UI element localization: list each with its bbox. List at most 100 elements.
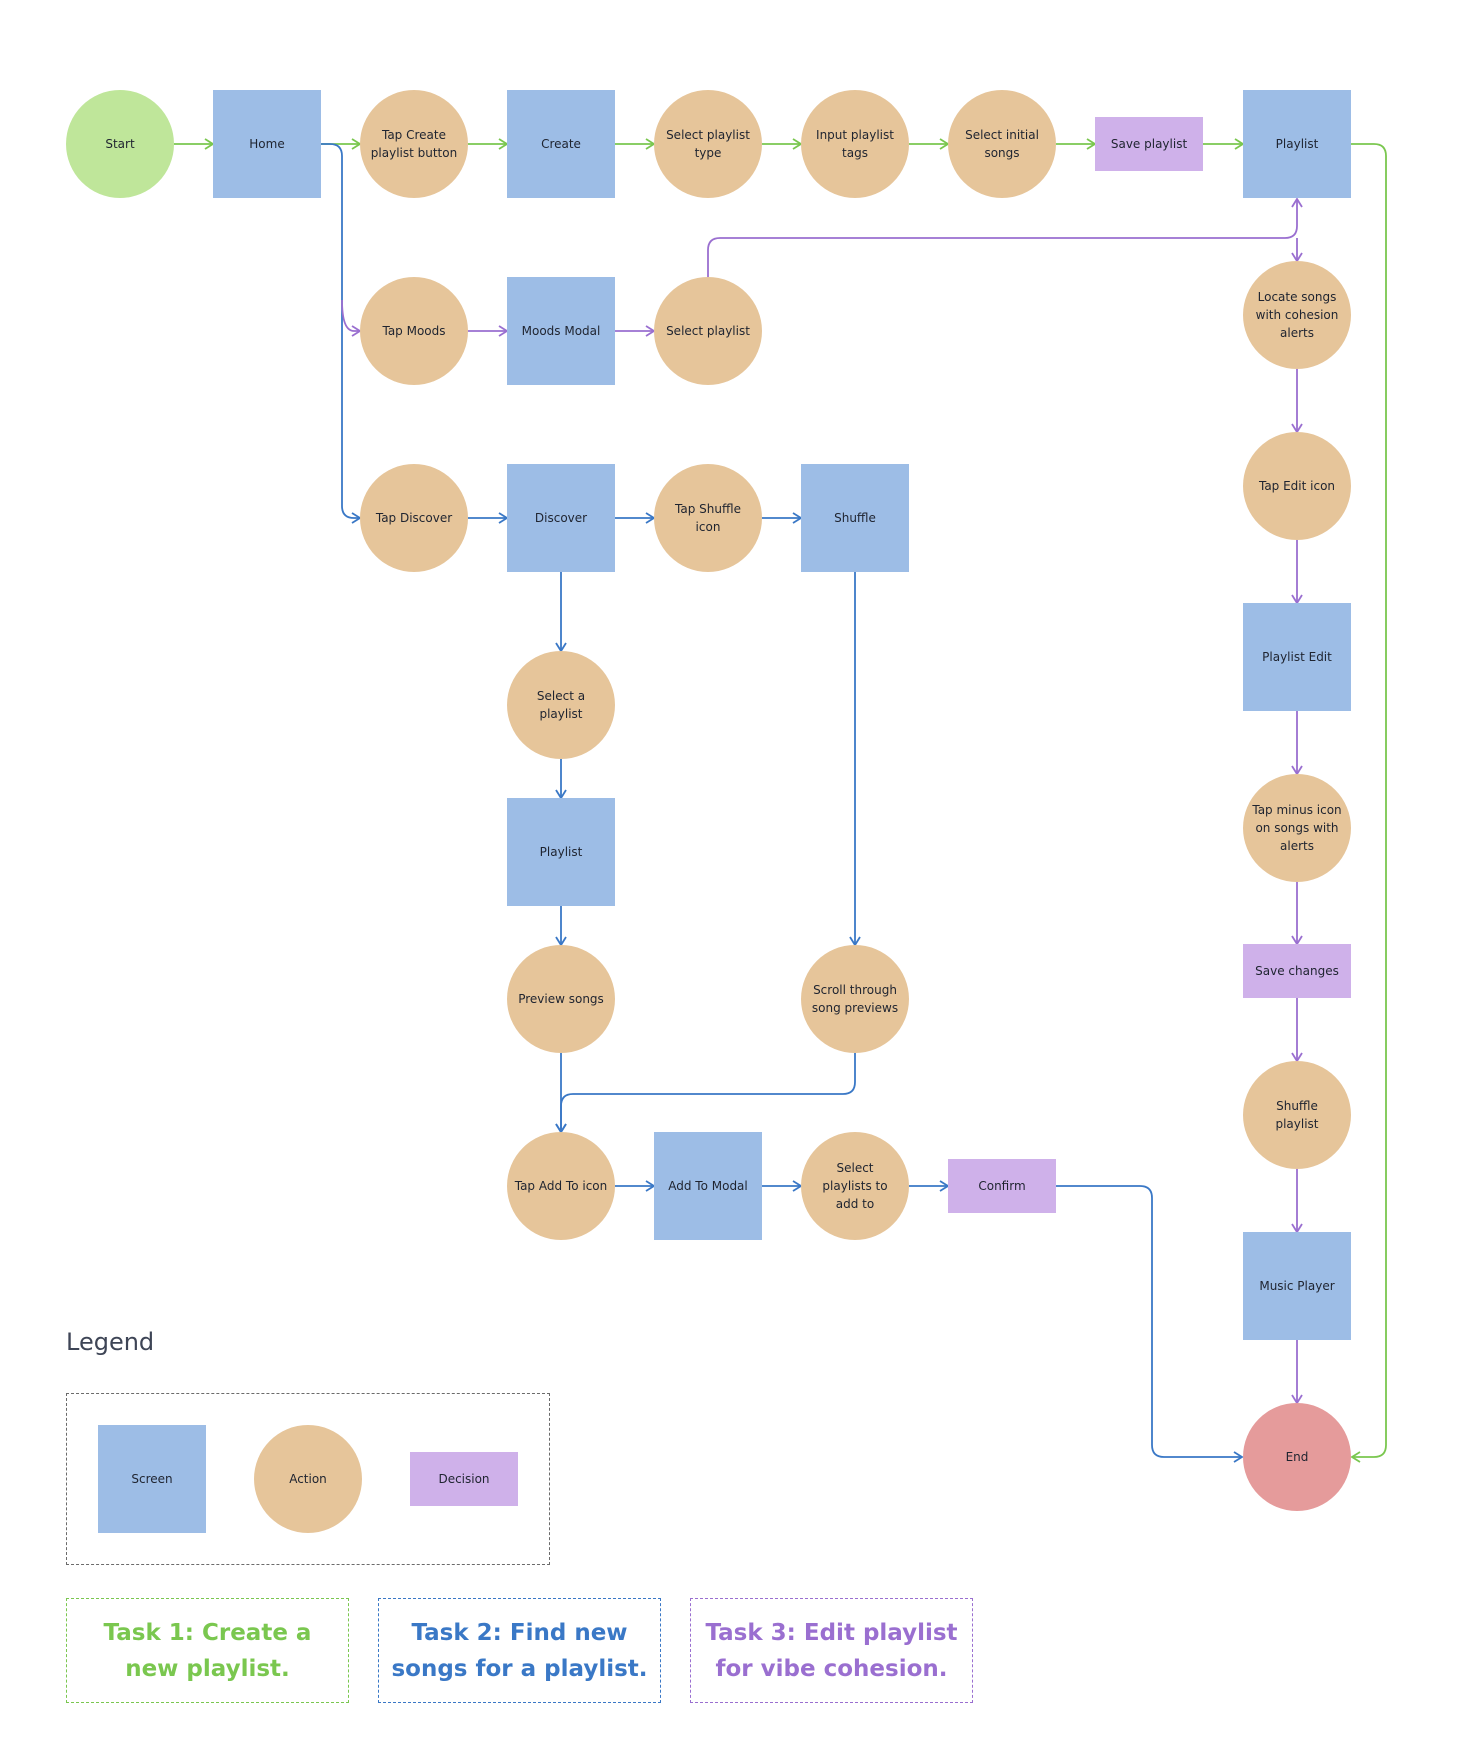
action-shape	[1243, 1061, 1351, 1169]
task-2-label: Task 2: Find new songs for a playlist.	[378, 1598, 661, 1703]
decision-shape	[1243, 944, 1351, 998]
node-label: Tap Edit icon	[1258, 479, 1335, 493]
connector-arrow	[1056, 1185, 1244, 1463]
node-label: Tap Discover	[375, 511, 452, 525]
screen-shape	[507, 798, 615, 906]
node-label: Playlist	[540, 845, 583, 859]
legend-decision-sample: Decision	[410, 1452, 518, 1506]
start-shape	[66, 90, 174, 198]
screen-shape	[1243, 90, 1351, 198]
node-playlist-mid: Playlist	[507, 798, 615, 906]
node-label: Save changes	[1255, 964, 1339, 978]
node-label: Action	[289, 1472, 327, 1486]
screen-shape	[507, 277, 615, 385]
decision-shape	[1095, 117, 1203, 171]
node-preview-songs: Preview songs	[507, 945, 615, 1053]
decision-shape	[948, 1159, 1056, 1213]
node-label: Tap Moods	[381, 324, 445, 338]
node-label: Tap Add To icon	[514, 1179, 608, 1193]
node-label: Discover	[535, 511, 587, 525]
node-label: Confirm	[978, 1179, 1025, 1193]
node-tap-discover: Tap Discover	[360, 464, 468, 572]
screen-shape	[98, 1425, 206, 1533]
node-home: Home	[213, 90, 321, 198]
screen-shape	[1243, 1232, 1351, 1340]
action-shape	[507, 945, 615, 1053]
legend-action-sample: Action	[254, 1425, 362, 1533]
action-shape	[507, 1132, 615, 1240]
node-moods-modal: Moods Modal	[507, 277, 615, 385]
decision-shape	[410, 1452, 518, 1506]
screen-shape	[1243, 603, 1351, 711]
node-start: Start	[66, 90, 174, 198]
action-shape	[948, 90, 1056, 198]
node-label: Save playlist	[1111, 137, 1188, 151]
node-add-to-modal: Add To Modal	[654, 1132, 762, 1240]
action-shape	[360, 464, 468, 572]
node-label: Moods Modal	[522, 324, 601, 338]
action-shape	[1243, 261, 1351, 369]
node-save-changes: Save changes	[1243, 944, 1351, 998]
action-shape	[360, 277, 468, 385]
action-shape	[654, 277, 762, 385]
node-label: End	[1286, 1450, 1309, 1464]
connector-arrow	[341, 299, 362, 337]
action-shape	[801, 1132, 909, 1240]
end-shape	[1243, 1403, 1351, 1511]
node-select-playlist-moods: Select playlist	[654, 277, 762, 385]
node-label: Home	[249, 137, 284, 151]
node-label: Music Player	[1259, 1279, 1334, 1293]
node-save-playlist: Save playlist	[1095, 117, 1203, 171]
screen-shape	[654, 1132, 762, 1240]
legend-screen-sample: Screen	[98, 1425, 206, 1533]
flow-connectors	[174, 138, 1387, 1463]
node-label: Shuffle	[834, 511, 876, 525]
node-label: Add To Modal	[668, 1179, 748, 1193]
screen-shape	[213, 90, 321, 198]
legend-box	[66, 1393, 550, 1565]
connector-arrow	[707, 197, 1303, 277]
node-tap-moods: Tap Moods	[360, 277, 468, 385]
node-label: Preview songs	[518, 992, 604, 1006]
screen-shape	[507, 90, 615, 198]
action-shape	[801, 945, 909, 1053]
node-shuffle: Shuffle	[801, 464, 909, 572]
node-tap-add-to: Tap Add To icon	[507, 1132, 615, 1240]
legend-title: Legend	[66, 1328, 155, 1356]
task-1-label: Task 1: Create a new playlist.	[66, 1598, 349, 1703]
screen-shape	[801, 464, 909, 572]
node-label: Playlist Edit	[1262, 650, 1332, 664]
action-shape	[360, 90, 468, 198]
node-label: Select playlist	[666, 324, 750, 338]
node-create: Create	[507, 90, 615, 198]
action-shape	[507, 651, 615, 759]
screen-shape	[507, 464, 615, 572]
action-shape	[801, 90, 909, 198]
node-end: End	[1243, 1403, 1351, 1511]
action-shape	[1243, 432, 1351, 540]
node-discover: Discover	[507, 464, 615, 572]
connector-arrow	[555, 1053, 856, 1134]
node-playlist-edit: Playlist Edit	[1243, 603, 1351, 711]
node-music-player: Music Player	[1243, 1232, 1351, 1340]
node-label: Start	[105, 137, 135, 151]
node-label: Playlist	[1276, 137, 1319, 151]
action-shape	[654, 90, 762, 198]
